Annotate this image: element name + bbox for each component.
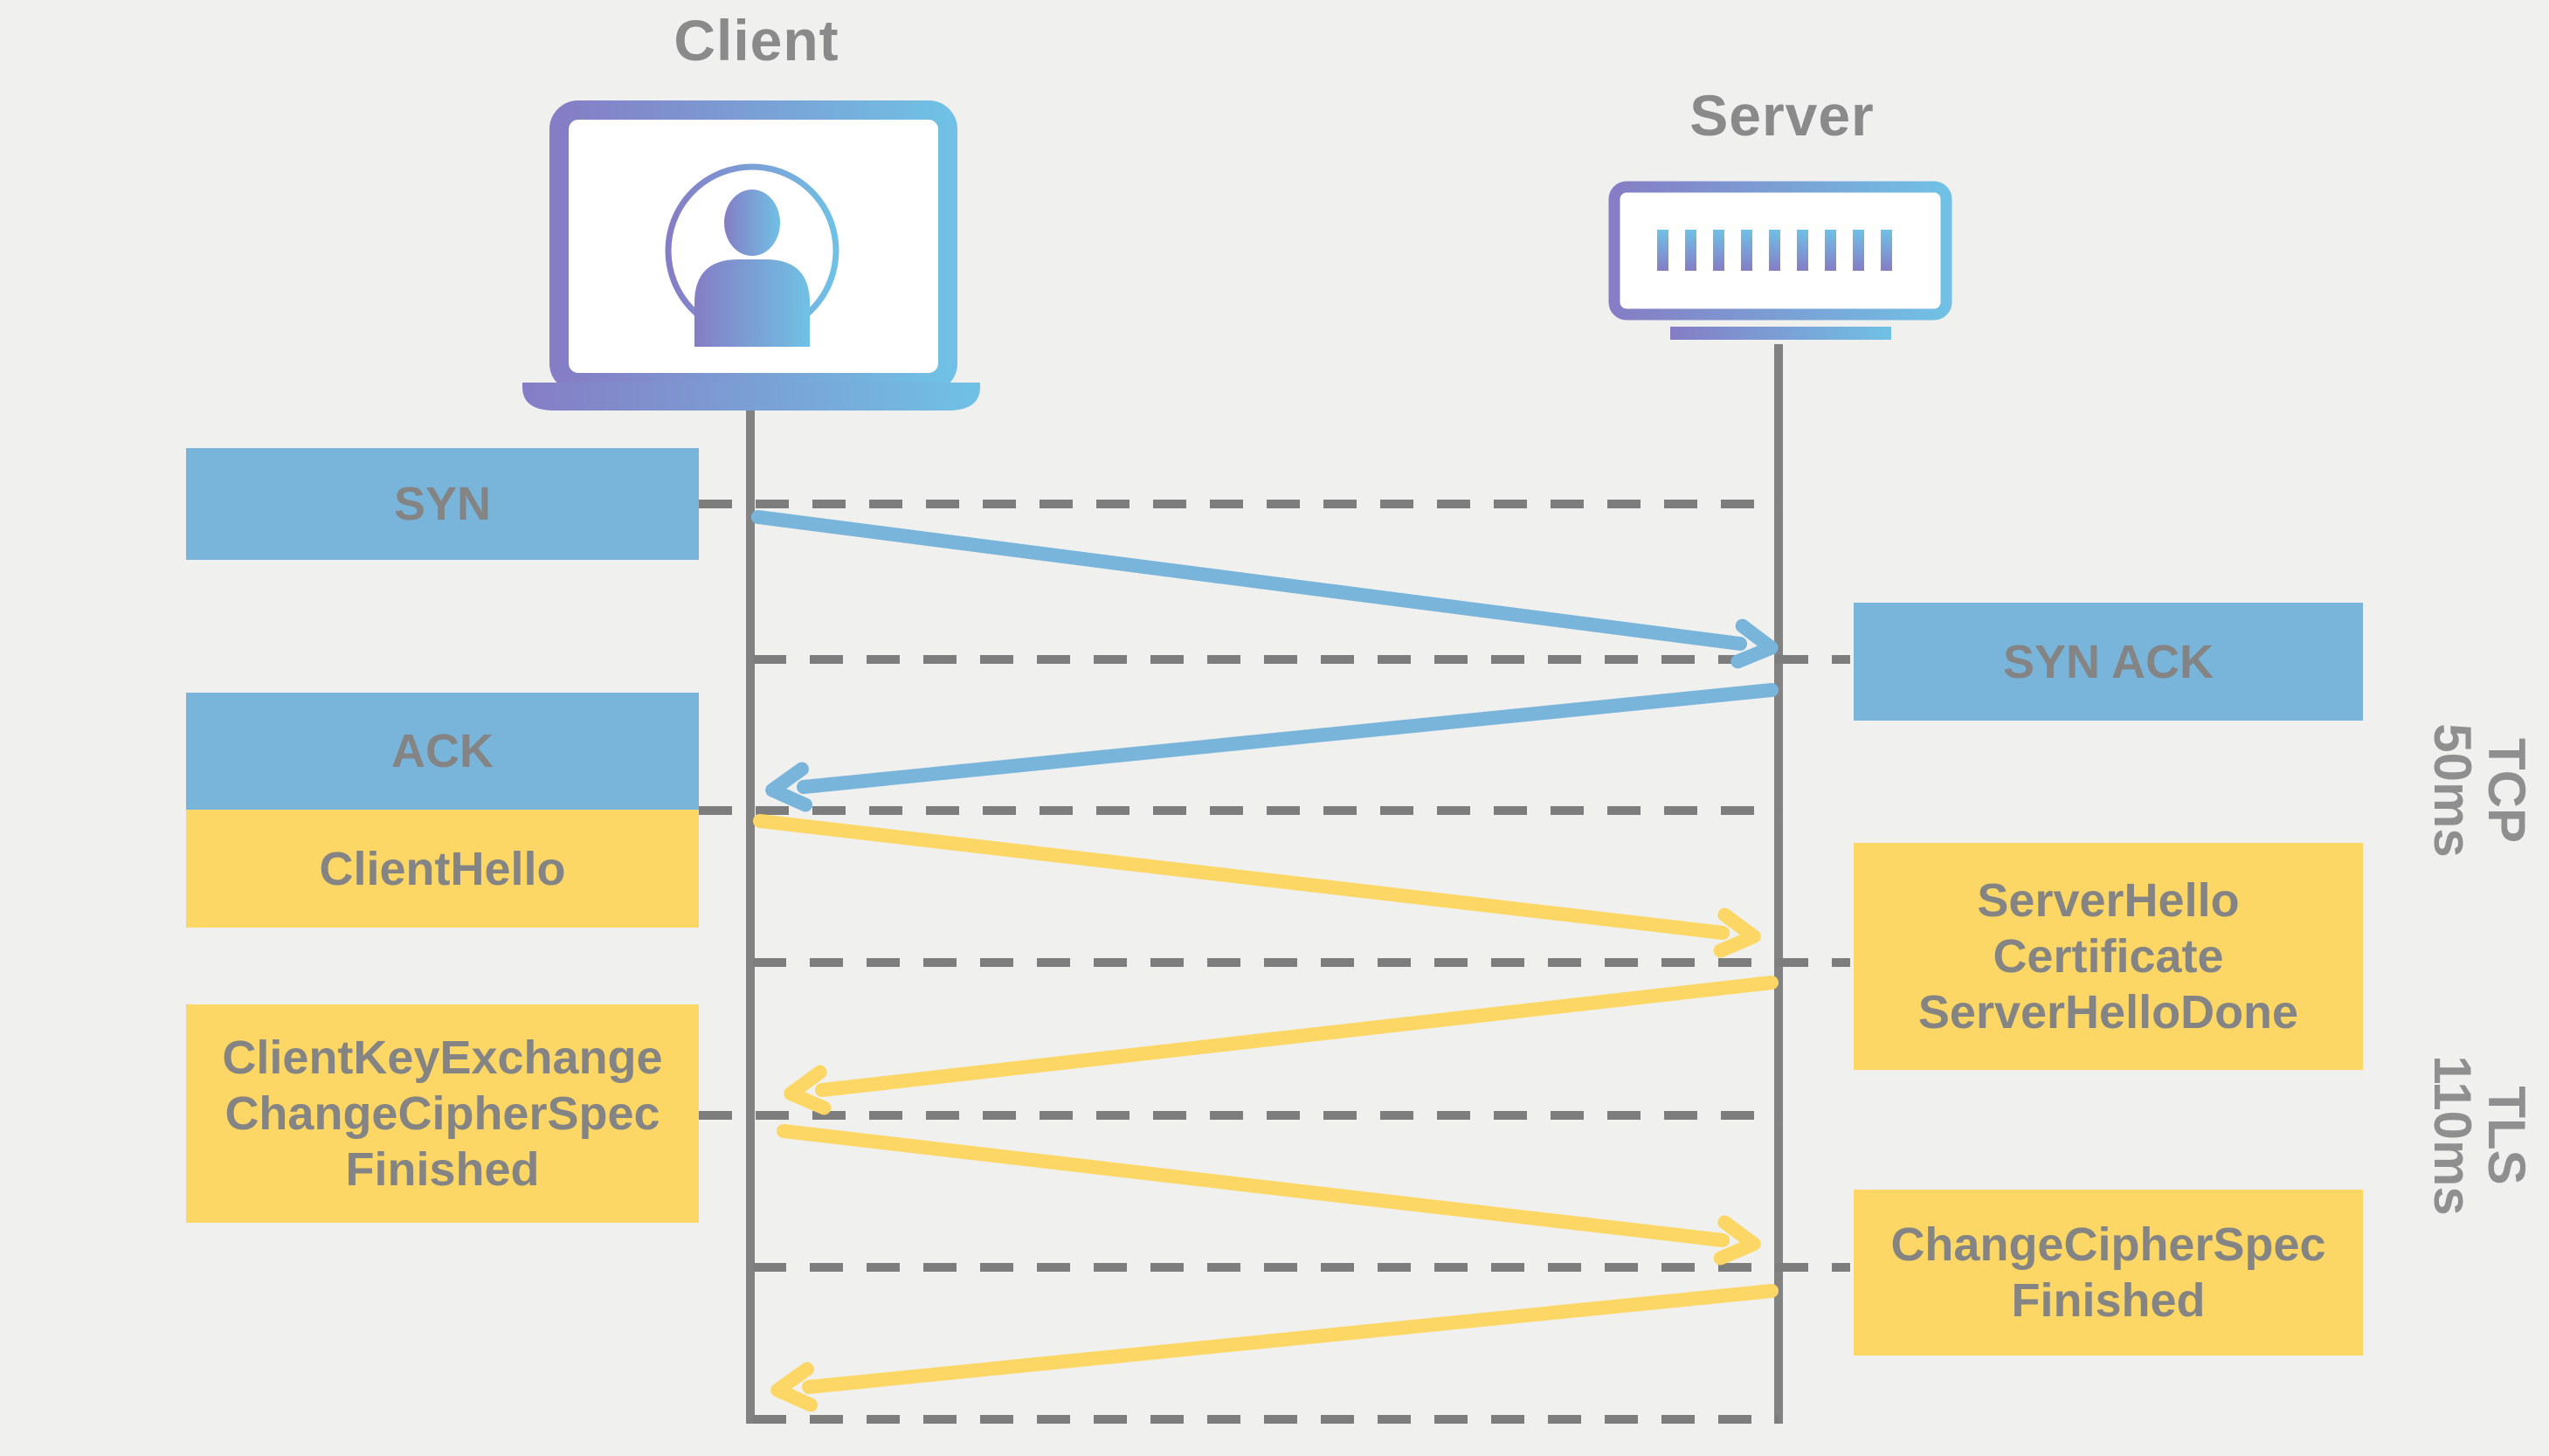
message-box-server-hello: ServerHello Certificate ServerHelloDone bbox=[1854, 843, 2363, 1070]
section-label-tls: TLS 110ms bbox=[2423, 1055, 2536, 1216]
laptop-base bbox=[522, 383, 980, 411]
arrow-syn-ack bbox=[765, 683, 1779, 812]
client-device-icon bbox=[522, 100, 980, 411]
message-box-syn: SYN bbox=[186, 448, 699, 560]
user-avatar-icon bbox=[665, 163, 839, 347]
arrow-change-cipher-spec bbox=[770, 1284, 1779, 1412]
server-vent-slots bbox=[1657, 230, 1892, 271]
server-rack-icon bbox=[1608, 181, 1952, 340]
server-base-bar bbox=[1670, 327, 1891, 340]
message-box-syn-ack: SYN ACK bbox=[1854, 603, 2363, 721]
arrow-client-hello bbox=[753, 814, 1761, 958]
message-box-client-key-exchange: ClientKeyExchange ChangeCipherSpec Finis… bbox=[186, 1004, 699, 1223]
arrow-server-hello bbox=[784, 976, 1779, 1115]
section-label-tcp: TCP 50ms bbox=[2423, 723, 2536, 858]
message-box-ack: ACK bbox=[186, 693, 699, 810]
client-title: Client bbox=[674, 8, 839, 72]
message-box-change-cipher-spec: ChangeCipherSpec Finished bbox=[1854, 1190, 2363, 1356]
message-box-client-hello: ClientHello bbox=[186, 810, 699, 928]
arrow-syn bbox=[751, 510, 1779, 669]
server-title: Server bbox=[1689, 83, 1875, 148]
arrow-client-key-exchange bbox=[777, 1124, 1761, 1266]
